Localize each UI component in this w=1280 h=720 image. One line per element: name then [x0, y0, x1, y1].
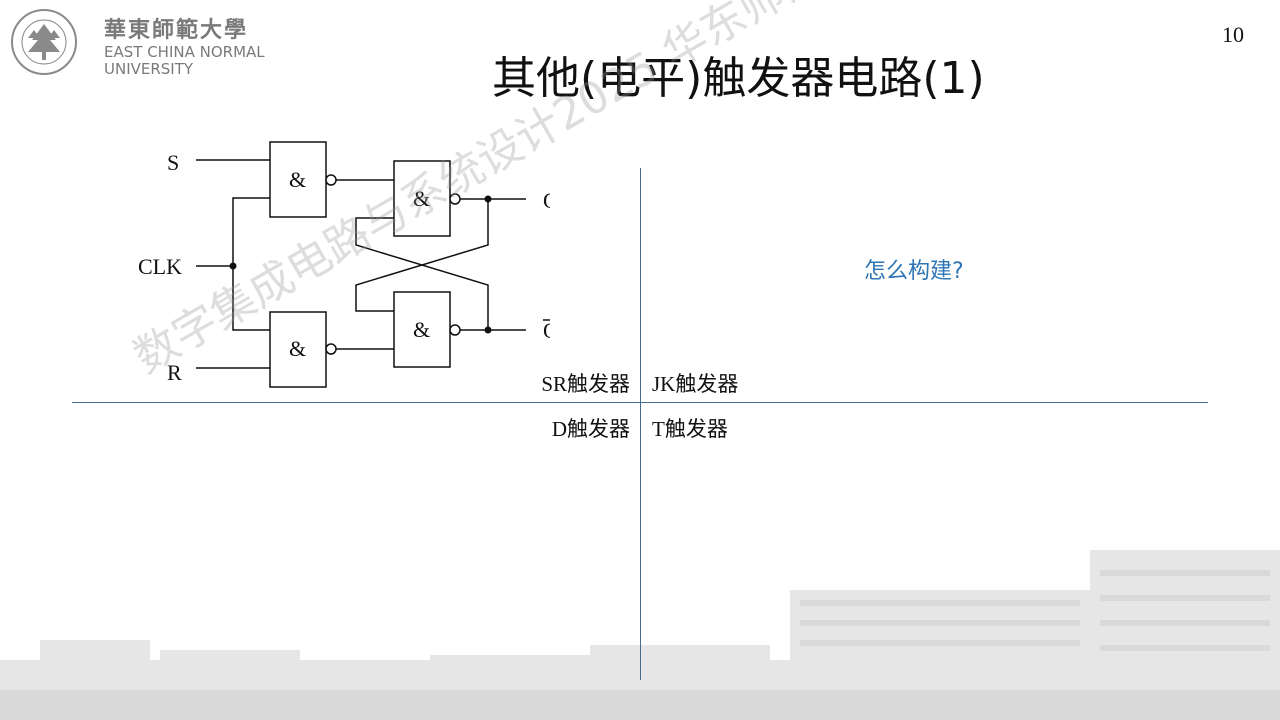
question-text: 怎么构建? [864, 259, 964, 284]
input-label-r: R [167, 360, 182, 385]
gate-4-inverter-bubble [449, 324, 461, 336]
university-logo: 華東師範大學 EAST CHINA NORMAL UNIVERSITY [8, 6, 298, 78]
page-number: 10 [1222, 22, 1244, 47]
nand-gate-2 [269, 311, 327, 388]
slide-title: 其他(电平)触发器电路(1) [492, 53, 985, 104]
nand-gate-4 [393, 291, 451, 368]
clk-junction-dot [229, 262, 237, 270]
q-junction-dot [484, 195, 492, 203]
logo-chinese-name: 華東師範大學 [104, 17, 249, 43]
logo-english-line2: UNIVERSITY [104, 60, 194, 78]
nand-gate-1 [269, 141, 327, 218]
gate-3-symbol: & [413, 186, 430, 211]
university-seal-icon [11, 9, 77, 75]
logo-english-line1: EAST CHINA NORMAL [104, 43, 265, 61]
cell-sr-flipflop: SR触发器 [541, 372, 630, 396]
cell-d-flipflop: D触发器 [551, 417, 630, 441]
gate-4-symbol: & [413, 317, 430, 342]
input-label-s: S [167, 150, 179, 175]
qbar-junction-dot [484, 326, 492, 334]
campus-background-image [0, 550, 1280, 720]
table-vertical-divider [640, 168, 641, 680]
input-label-clk: CLK [138, 254, 182, 279]
output-label-q: Q [543, 188, 550, 213]
table-horizontal-divider [72, 402, 1208, 403]
gate-1-symbol: & [289, 167, 306, 192]
sr-latch-circuit-diagram: S CLK R Q Q & & & & [138, 141, 550, 388]
cell-jk-flipflop: JK触发器 [652, 372, 739, 396]
cell-t-flipflop: T触发器 [652, 417, 728, 441]
logo-english-name: EAST CHINA NORMAL UNIVERSITY [104, 44, 265, 78]
output-label-qbar: Q [543, 318, 550, 343]
gate-2-inverter-bubble [325, 343, 337, 355]
gate-2-symbol: & [289, 336, 306, 361]
gate-1-inverter-bubble [325, 174, 337, 186]
